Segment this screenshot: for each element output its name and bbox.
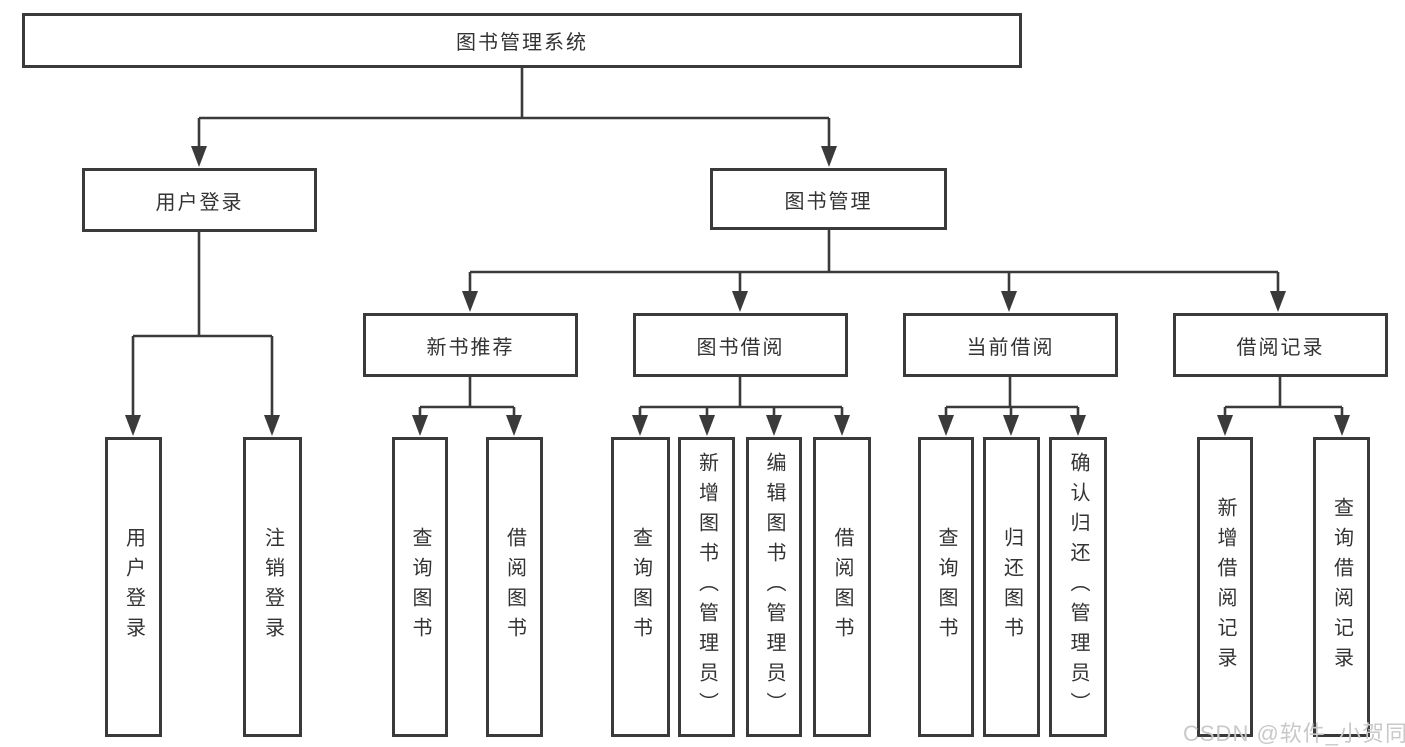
node-label-leaf-edit-book: 编辑图书（管理员）	[763, 452, 785, 722]
node-label-leaf-add-record: 新增借阅记录	[1214, 497, 1236, 677]
node-leaf-edit-book: 编辑图书（管理员）	[746, 437, 802, 737]
arrowhead-down-icon	[125, 415, 141, 436]
arrowhead-down-icon	[699, 415, 715, 436]
node-leaf-query-book-c: 查询图书	[918, 437, 974, 737]
node-label-borrow-records: 借阅记录	[1236, 336, 1325, 359]
node-leaf-query-record: 查询借阅记录	[1313, 437, 1370, 737]
node-label-book-borrow: 图书借阅	[696, 336, 785, 359]
node-label-leaf-add-book: 新增图书（管理员）	[695, 452, 718, 722]
node-new-book-rec: 新书推荐	[363, 313, 578, 377]
node-current-borrow: 当前借阅	[903, 313, 1118, 377]
node-label-leaf-user-login: 用户登录	[122, 527, 145, 647]
arrowhead-down-icon	[1270, 291, 1286, 312]
node-leaf-borrow-book-b: 借阅图书	[813, 437, 871, 737]
arrowhead-down-icon	[1003, 415, 1019, 436]
node-label-leaf-borrow-book-b: 借阅图书	[831, 527, 853, 647]
arrowhead-down-icon	[462, 291, 478, 312]
node-borrow-records: 借阅记录	[1173, 313, 1388, 377]
node-book-mgmt: 图书管理	[710, 168, 947, 230]
node-leaf-query-book-b: 查询图书	[611, 437, 670, 737]
arrowhead-down-icon	[766, 415, 782, 436]
node-user-login: 用户登录	[82, 168, 317, 232]
node-label-root: 图书管理系统	[456, 32, 588, 54]
node-label-leaf-query-record: 查询借阅记录	[1330, 497, 1353, 677]
node-leaf-user-login: 用户登录	[105, 437, 162, 737]
node-label-leaf-return-book: 归还图书	[1000, 527, 1023, 647]
node-label-book-mgmt: 图书管理	[784, 190, 873, 213]
node-book-borrow: 图书借阅	[633, 313, 848, 377]
arrowhead-down-icon	[1001, 291, 1017, 312]
node-label-leaf-confirm-return: 确认归还（管理员）	[1067, 452, 1089, 722]
node-label-user-login: 用户登录	[155, 191, 244, 214]
node-label-current-borrow: 当前借阅	[966, 336, 1055, 359]
node-leaf-borrow-book-a: 借阅图书	[486, 437, 543, 737]
node-label-leaf-borrow-book-a: 借阅图书	[503, 527, 526, 647]
node-leaf-add-record: 新增借阅记录	[1197, 437, 1253, 737]
arrowhead-down-icon	[821, 146, 837, 167]
node-leaf-return-book: 归还图书	[983, 437, 1040, 737]
arrowhead-down-icon	[1217, 415, 1233, 436]
node-label-leaf-query-book-b: 查询图书	[629, 527, 652, 647]
arrowhead-down-icon	[412, 415, 428, 436]
arrowhead-down-icon	[732, 291, 748, 312]
node-root: 图书管理系统	[22, 13, 1022, 68]
node-label-new-book-rec: 新书推荐	[426, 336, 515, 359]
arrowhead-down-icon	[264, 415, 280, 436]
node-label-leaf-logout: 注销登录	[261, 527, 284, 647]
arrowhead-down-icon	[938, 415, 954, 436]
arrowhead-down-icon	[1070, 415, 1086, 436]
node-leaf-confirm-return: 确认归还（管理员）	[1049, 437, 1107, 737]
node-leaf-logout: 注销登录	[243, 437, 302, 737]
arrowhead-down-icon	[506, 415, 522, 436]
arrowhead-down-icon	[834, 415, 850, 436]
arrowhead-down-icon	[1334, 415, 1350, 436]
arrowhead-down-icon	[191, 146, 207, 167]
node-leaf-query-book-a: 查询图书	[392, 437, 448, 737]
arrowhead-down-icon	[632, 415, 648, 436]
node-label-leaf-query-book-c: 查询图书	[935, 527, 957, 647]
node-leaf-add-book: 新增图书（管理员）	[678, 437, 735, 737]
watermark: CSDN @软件_小贺同学	[1183, 721, 1405, 746]
node-label-leaf-query-book-a: 查询图书	[409, 527, 431, 647]
